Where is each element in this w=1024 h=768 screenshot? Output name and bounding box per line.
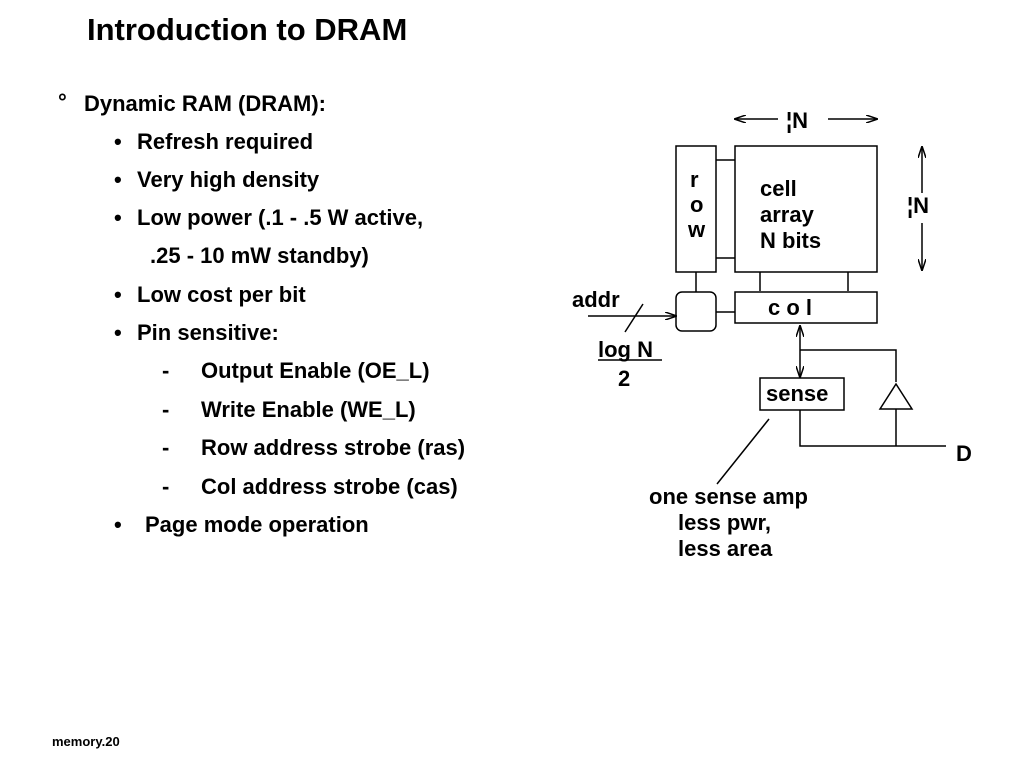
sub-bullet-ras: Row address strobe (ras) — [201, 435, 466, 460]
addr-label: addr — [572, 287, 620, 312]
bullet-dot: • — [114, 512, 122, 537]
sub-bullet-dash: - — [162, 358, 170, 383]
sub-bullet-cas: Col address strobe (cas) — [201, 474, 458, 499]
n-height-label: ¦N — [907, 193, 929, 218]
slide-footer: memory.20 — [52, 734, 120, 749]
note-line-3: less area — [678, 536, 773, 561]
bullet-dot: • — [114, 205, 122, 230]
d-output-label: D — [956, 441, 972, 466]
sense-label: sense — [766, 381, 828, 406]
bullet-dot: • — [114, 282, 122, 307]
sense-callout-line — [716, 418, 770, 485]
log-n-label: log N — [598, 337, 653, 362]
col-decoder-box — [734, 291, 878, 324]
main-bullet-marker: ° — [58, 89, 67, 114]
row-letter-w: w — [687, 217, 706, 242]
cell-array-line-2: array — [760, 202, 815, 227]
note-line-2: less pwr, — [678, 510, 771, 535]
cell-array-box — [734, 145, 878, 273]
output-buffer-triangle — [878, 382, 914, 410]
bullet-refresh: Refresh required — [137, 129, 314, 154]
col-label: c o l — [768, 295, 812, 320]
cell-array-line-1: cell — [760, 176, 797, 201]
log-subscript: 2 — [618, 366, 630, 391]
row-letter-o: o — [690, 192, 703, 217]
addr-bus-slash — [624, 303, 644, 333]
n-width-label: ¦N — [786, 108, 808, 133]
sub-bullet-oe: Output Enable (OE_L) — [201, 358, 430, 383]
bullet-dot: • — [114, 320, 122, 345]
cell-array-line-3: N bits — [760, 228, 821, 253]
sub-bullet-dash: - — [162, 397, 170, 422]
address-decoder-box — [675, 291, 717, 332]
bullet-dot: • — [114, 167, 122, 192]
sub-bullet-we: Write Enable (WE_L) — [201, 397, 416, 422]
bullet-page-mode: Page mode operation — [145, 512, 369, 537]
bullet-low-cost: Low cost per bit — [137, 282, 306, 307]
note-line-1: one sense amp — [649, 484, 808, 509]
bullet-dot: • — [114, 129, 122, 154]
bullet-low-power-cont: .25 - 10 mW standby) — [150, 243, 369, 268]
bullet-pin-sensitive: Pin sensitive: — [137, 320, 279, 345]
slide-title: Introduction to DRAM — [87, 12, 408, 47]
main-bullet-text: Dynamic RAM (DRAM): — [84, 91, 326, 116]
sub-bullet-dash: - — [162, 474, 170, 499]
row-letter-r: r — [690, 167, 699, 192]
bullet-density: Very high density — [137, 167, 320, 192]
sub-bullet-dash: - — [162, 435, 170, 460]
sense-amp-box — [759, 377, 845, 411]
bullet-low-power: Low power (.1 - .5 W active, — [137, 205, 424, 230]
